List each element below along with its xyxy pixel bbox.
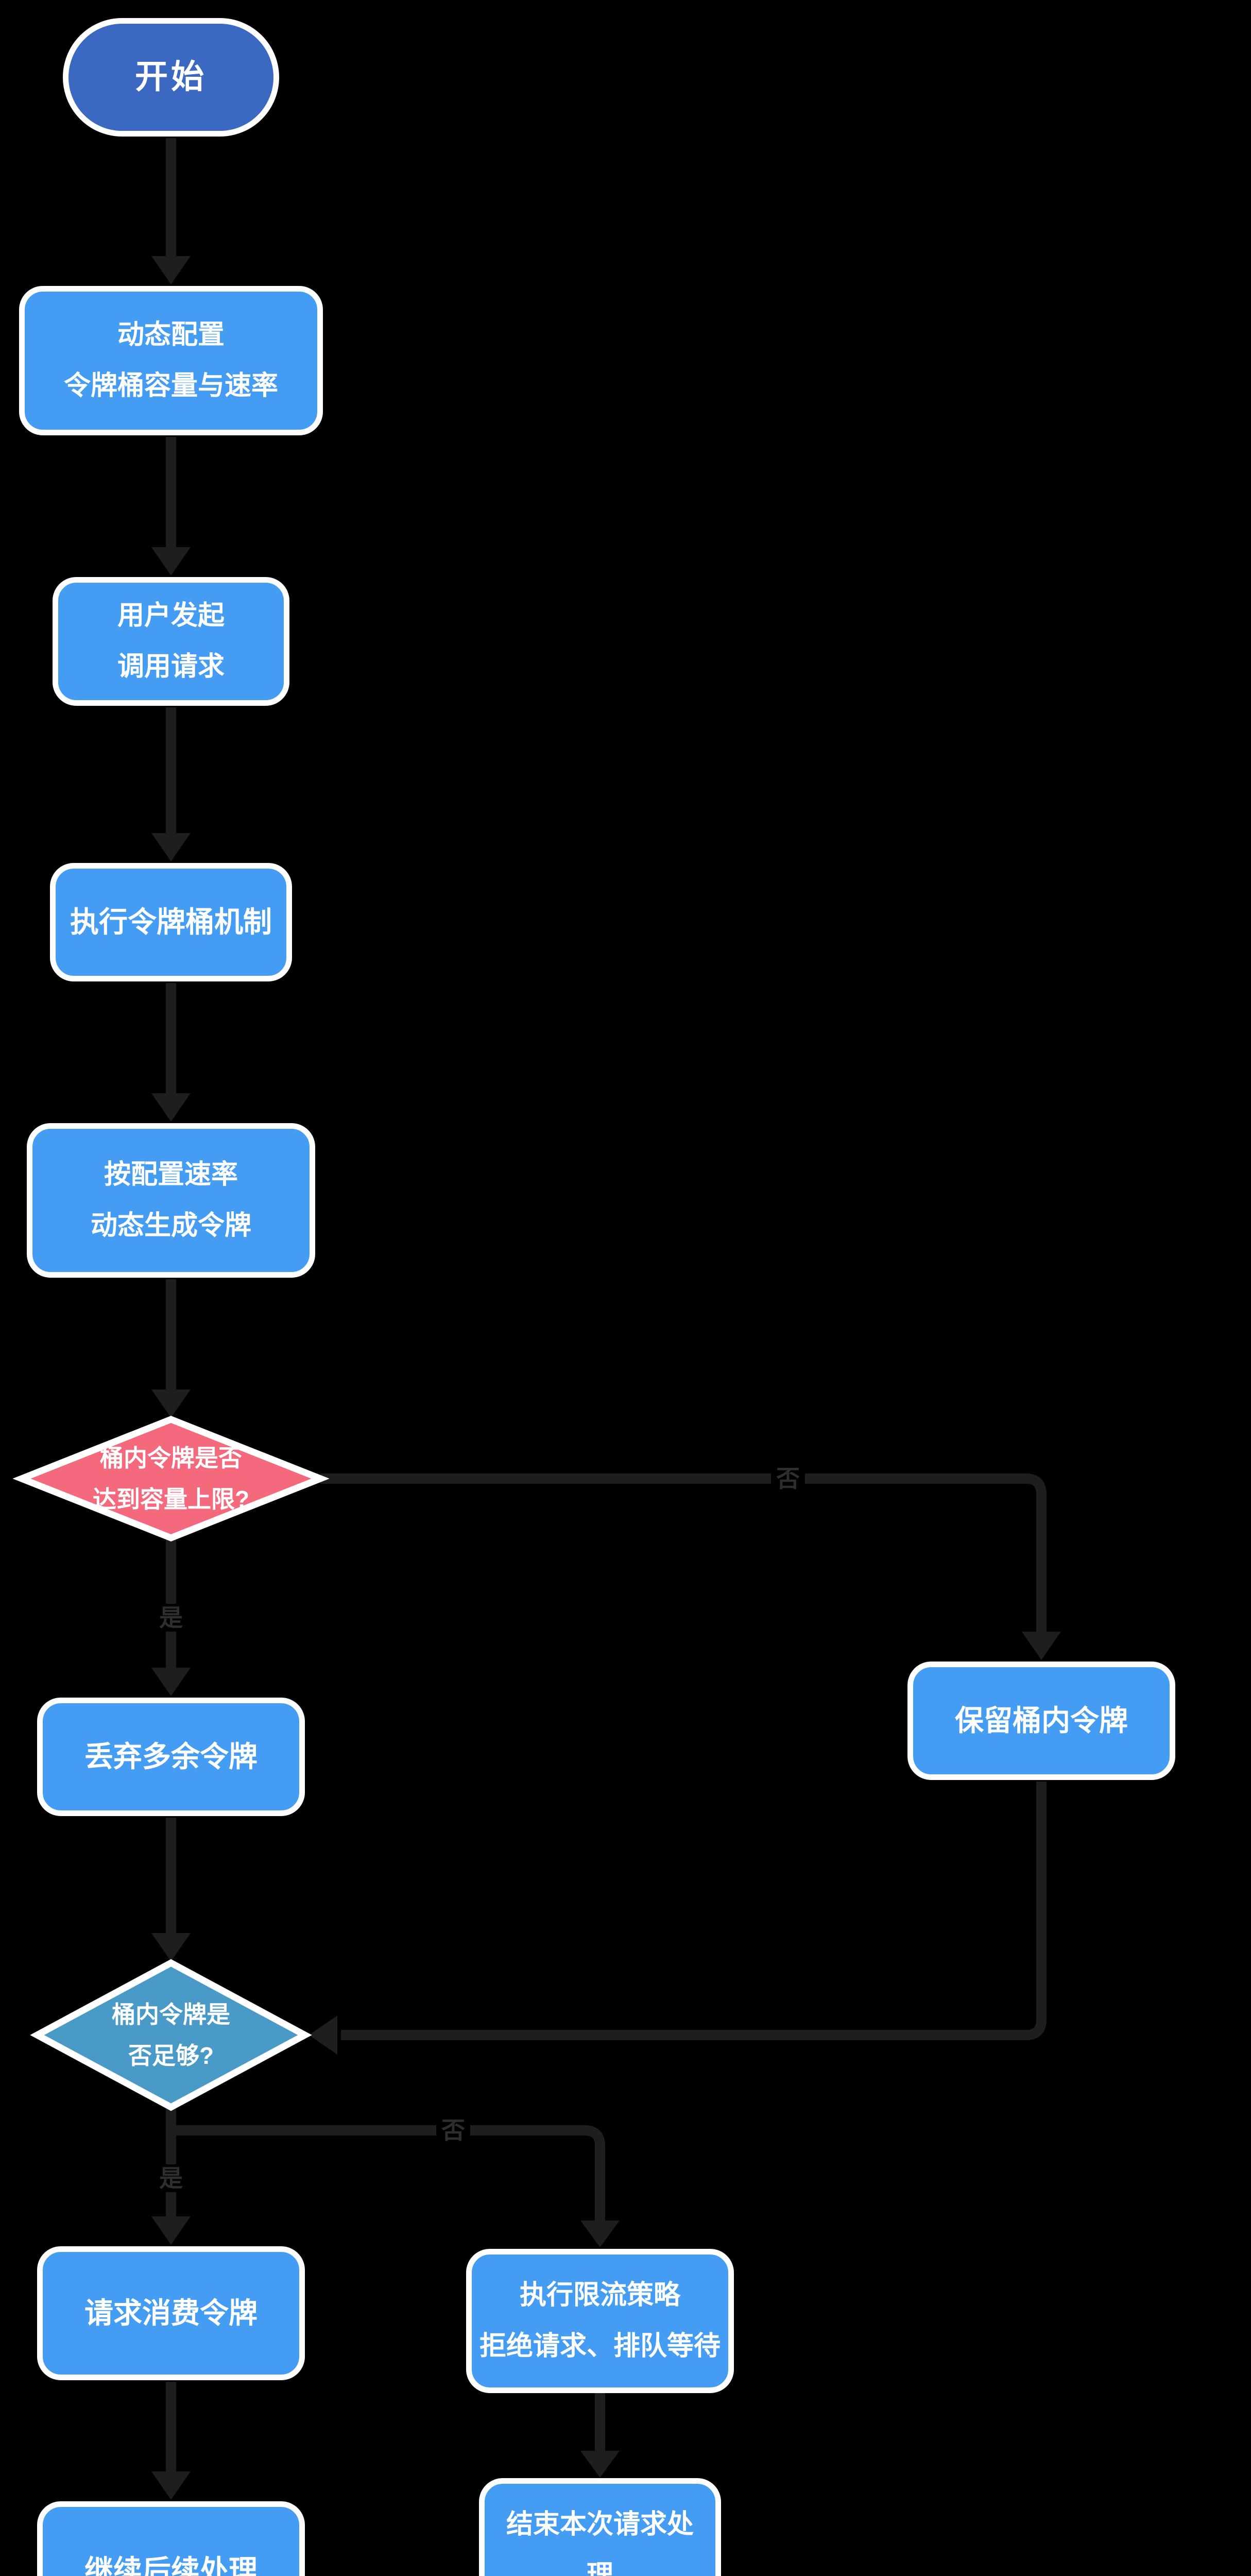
arrowhead-into-discard	[151, 1668, 191, 1696]
edge-label-capacity-yes: 是	[154, 1604, 188, 1632]
edge-arrowheads	[151, 256, 1061, 2500]
node-consume-token: 请求消费令牌	[37, 2246, 305, 2380]
decision-enough-text: 桶内令牌是 否足够?	[47, 1973, 295, 2097]
edge-decision1-no-to-keep	[320, 1473, 1047, 1632]
arrowhead-into-endrequest	[580, 2451, 620, 2478]
node-user-request-line1: 用户发起	[117, 601, 225, 631]
node-consume-token-label: 请求消费令牌	[84, 2296, 258, 2329]
node-end-this-request-line2: 理	[586, 2561, 613, 2576]
node-continue-processing: 继续后续处理	[37, 2501, 305, 2576]
edge-label-capacity-no: 否	[771, 1465, 805, 1493]
node-start: 开始	[63, 18, 279, 137]
arrowhead-into-limit	[580, 2221, 620, 2247]
arrowhead-into-keep	[1022, 1632, 1061, 1660]
node-end-this-request: 结束本次请求处 理	[479, 2478, 721, 2576]
decision-enough-diamond	[30, 1959, 312, 2111]
node-discard-tokens-label: 丢弃多余令牌	[84, 1740, 258, 1773]
decision-capacity-diamond	[12, 1416, 330, 1541]
decision-enough-line1: 桶内令牌是	[112, 2001, 230, 2028]
node-end-this-request-line1: 结束本次请求处	[506, 2510, 694, 2540]
arrowhead-into-generate	[151, 1093, 191, 1122]
node-rate-limit-strategy-line2: 拒绝请求、排队等待	[479, 2331, 721, 2361]
node-configure-bucket-line2: 令牌桶容量与速率	[63, 371, 278, 401]
edge-decision2-no-to-limit	[171, 2125, 605, 2221]
edge-label-enough-no: 否	[436, 2116, 470, 2144]
arrowhead-into-request	[151, 547, 191, 575]
arrowhead-into-continue	[151, 2471, 191, 2500]
node-configure-bucket: 动态配置 令牌桶容量与速率	[19, 286, 323, 435]
node-token-bucket-mechanism: 执行令牌桶机制	[50, 863, 292, 981]
node-user-request-line2: 调用请求	[117, 652, 225, 682]
decision-capacity-line1: 桶内令牌是否	[100, 1444, 242, 1471]
node-rate-limit-strategy: 执行限流策略 拒绝请求、排队等待	[466, 2249, 734, 2393]
arrowhead-into-decision2-top	[151, 1933, 191, 1961]
arrowhead-into-config	[151, 256, 191, 284]
edge-lines	[166, 138, 1047, 2471]
node-configure-bucket-line1: 动态配置	[117, 320, 225, 350]
node-token-bucket-mechanism-label: 执行令牌桶机制	[70, 905, 272, 938]
arrowhead-into-decision1	[151, 1389, 191, 1418]
node-generate-tokens-line1: 按配置速率	[104, 1160, 238, 1190]
node-discard-tokens: 丢弃多余令牌	[37, 1698, 305, 1816]
edge-keep-to-decision2	[341, 1782, 1047, 2040]
node-continue-processing-label: 继续后续处理	[84, 2554, 258, 2576]
node-keep-tokens: 保留桶内令牌	[907, 1662, 1175, 1780]
node-keep-tokens-label: 保留桶内令牌	[955, 1704, 1128, 1737]
arrowhead-into-consume	[151, 2216, 191, 2245]
decision-capacity-text: 桶内令牌是否 达到容量上限?	[42, 1430, 300, 1528]
node-generate-tokens: 按配置速率 动态生成令牌	[27, 1123, 315, 1278]
node-generate-tokens-line2: 动态生成令牌	[90, 1211, 251, 1241]
arrowhead-into-decision2-right	[309, 2015, 337, 2055]
edge-label-enough-yes: 是	[154, 2164, 188, 2192]
decision-capacity-line2: 达到容量上限?	[92, 1486, 250, 1513]
arrowhead-into-mechanism	[151, 833, 191, 861]
node-user-request: 用户发起 调用请求	[53, 577, 289, 706]
node-rate-limit-strategy-line1: 执行限流策略	[519, 2280, 680, 2311]
decision-enough-line2: 否足够?	[128, 2042, 214, 2069]
node-start-label: 开始	[135, 58, 207, 96]
